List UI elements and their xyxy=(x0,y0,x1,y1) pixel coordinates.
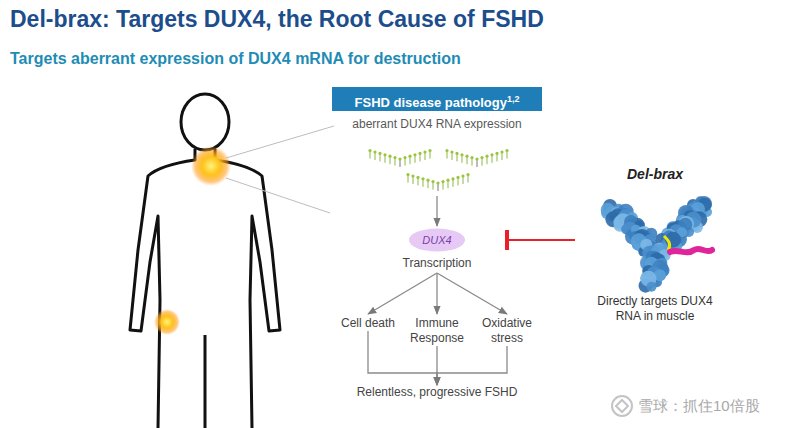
dux4-ellipse: DUX4 xyxy=(408,228,466,252)
rna-strands xyxy=(368,149,508,191)
pathology-band: FSHD disease pathology1,2 xyxy=(332,87,542,111)
antibody-model xyxy=(601,196,712,293)
flow-arrow xyxy=(437,346,507,385)
gene-name: DUX4 xyxy=(408,228,466,252)
pain-glow xyxy=(154,309,180,335)
inhibition-line xyxy=(507,239,575,241)
watermark-logo xyxy=(612,396,632,416)
zoom-line xyxy=(226,126,334,158)
outcome-box: Oxidative stress xyxy=(474,316,540,346)
dux4-node: DUX4Transcription xyxy=(367,228,507,270)
subtitle: Targets aberrant expression of DUX4 mRNA… xyxy=(10,50,461,68)
outcome-box: Immune Response xyxy=(402,316,472,346)
drug-name: Del-brax xyxy=(575,166,735,182)
flow-arrow xyxy=(437,273,507,314)
flow-arrow xyxy=(436,273,437,314)
band-title: FSHD disease pathology xyxy=(355,95,507,110)
node-text: aberrant DUX4 RNA expression xyxy=(337,117,537,132)
node-text: Cell death xyxy=(336,316,400,331)
result-box: Relentless, progressive FSHD xyxy=(332,385,542,400)
node-text: Immune Response xyxy=(402,316,472,346)
watermark: 雪球：抓住10倍股 xyxy=(638,397,760,416)
drug-node: Del-braxDirectly targets DUX4 RNA in mus… xyxy=(575,166,735,324)
outcome-box: Cell death xyxy=(336,316,400,331)
rna-expression: aberrant DUX4 RNA expression xyxy=(337,117,537,196)
flow-arrow xyxy=(436,196,437,226)
reference-number: 1,2 xyxy=(507,94,520,104)
zoom-line xyxy=(226,178,330,213)
node-text: Relentless, progressive FSHD xyxy=(332,385,542,400)
person-silhouette xyxy=(130,94,280,428)
spacer xyxy=(575,182,735,294)
title: Del-brax: Targets DUX4, the Root Cause o… xyxy=(10,6,544,33)
node-text: Oxidative stress xyxy=(474,316,540,346)
pain-glow xyxy=(191,146,231,186)
flow-arrow xyxy=(368,273,437,314)
process-label: Transcription xyxy=(367,256,507,270)
drug-description: Directly targets DUX4 RNA in muscle xyxy=(575,294,735,324)
